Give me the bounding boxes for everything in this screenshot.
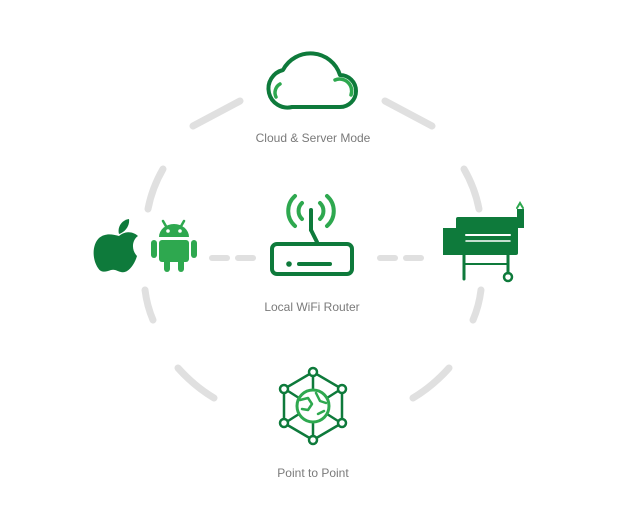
local-router-label: Local WiFi Router: [264, 300, 360, 314]
ring-segment: [144, 165, 167, 213]
ring-segment: [460, 165, 483, 213]
ring-segment: [189, 97, 244, 130]
dashed-ring: [141, 97, 485, 402]
wifi-router-icon: [270, 194, 354, 276]
ring-segment: [174, 364, 218, 402]
cloud-mode-label: Cloud & Server Mode: [255, 131, 371, 145]
ring-segment: [381, 97, 436, 130]
cloud-icon: [266, 51, 358, 110]
apple-icon: [93, 219, 138, 273]
ring-segment: [469, 286, 485, 324]
android-icon: [151, 219, 197, 272]
ring-segment: [409, 364, 453, 402]
network-globe-icon: [278, 366, 348, 446]
pellet-grill-icon: [443, 201, 524, 283]
ring-segment: [141, 286, 157, 324]
point-to-point-label: Point to Point: [277, 466, 349, 480]
